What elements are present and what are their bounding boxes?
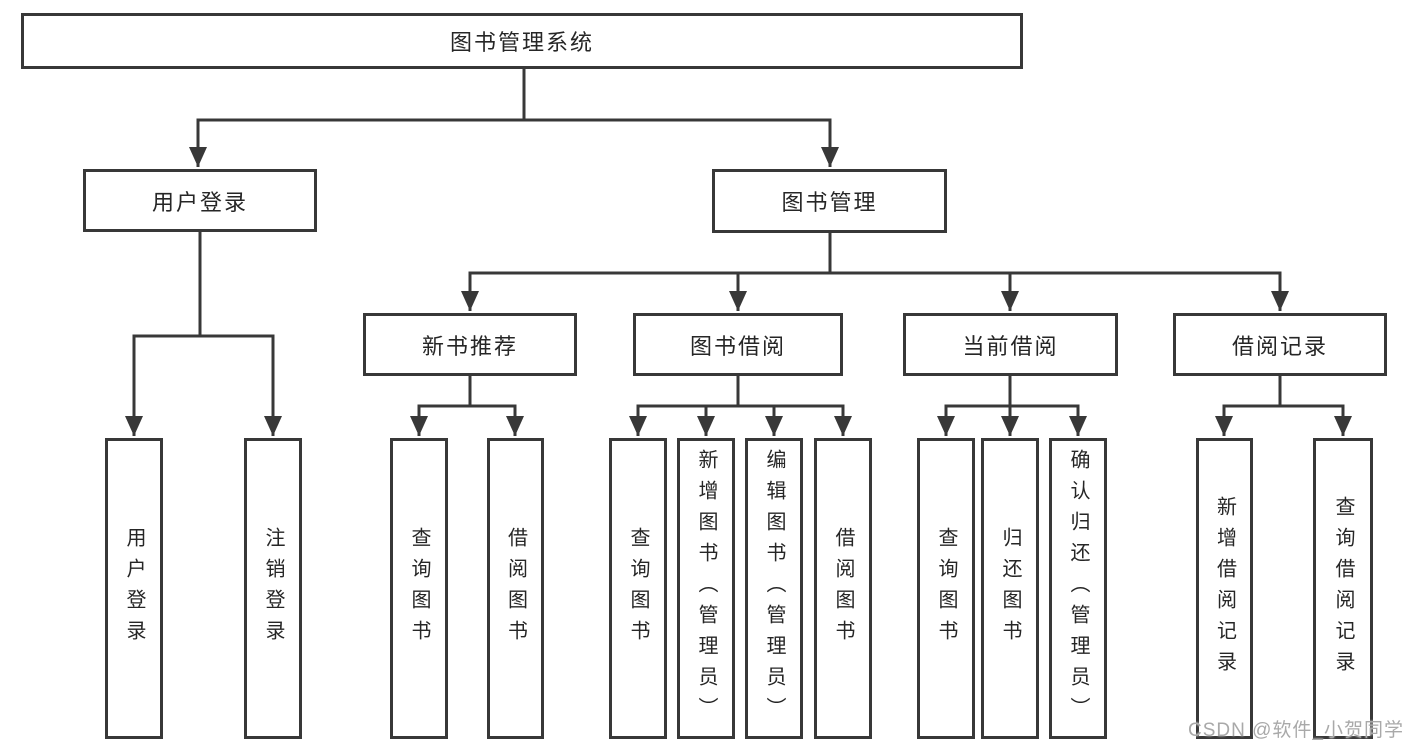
- leaf-user-login: 用户登录: [105, 438, 163, 739]
- leaf-confirm-return-admin: 确认归还（管理员）: [1049, 438, 1107, 739]
- leaf-query-books-3: 查询图书: [917, 438, 975, 739]
- node-book-borrow: 图书借阅: [633, 313, 843, 376]
- leaf-borrow-books-1: 借阅图书: [487, 438, 544, 739]
- node-root: 图书管理系统: [21, 13, 1023, 69]
- node-book-management: 图书管理: [712, 169, 947, 233]
- leaf-borrow-books-2: 借阅图书: [814, 438, 872, 739]
- leaf-return-books: 归还图书: [981, 438, 1039, 739]
- leaf-logout: 注销登录: [244, 438, 302, 739]
- node-current-borrow: 当前借阅: [903, 313, 1118, 376]
- leaf-query-books-1: 查询图书: [390, 438, 448, 739]
- leaf-query-borrow-record: 查询借阅记录: [1313, 438, 1373, 739]
- leaf-edit-book-admin: 编辑图书（管理员）: [745, 438, 803, 739]
- node-new-book-recommend: 新书推荐: [363, 313, 577, 376]
- watermark-text: CSDN @软件_小贺同学: [1188, 720, 1404, 741]
- node-user-login: 用户登录: [83, 169, 317, 232]
- leaf-add-book-admin: 新增图书（管理员）: [677, 438, 735, 739]
- node-borrow-records: 借阅记录: [1173, 313, 1387, 376]
- leaf-add-borrow-record: 新增借阅记录: [1196, 438, 1253, 739]
- leaf-query-books-2: 查询图书: [609, 438, 667, 739]
